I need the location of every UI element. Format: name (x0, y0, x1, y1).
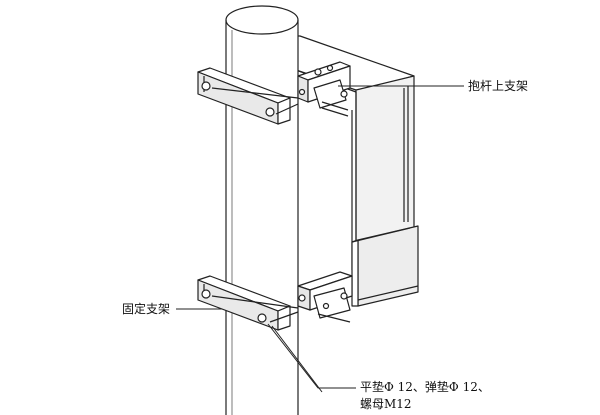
label-washer-line1: 平垫Φ 12、弹垫Φ 12、 (360, 380, 490, 394)
label-washer-line2: 螺母M12 (360, 397, 412, 411)
upper-pole-bracket (297, 61, 351, 117)
upper-fixed-bracket (197, 67, 299, 125)
leader-lines (176, 85, 464, 393)
lower-pole-bracket (297, 271, 353, 323)
label-fixed-bracket: 固定支架 (122, 302, 171, 316)
lower-fixed-bracket (197, 275, 299, 331)
pole (225, 5, 299, 415)
label-upper-pole-bracket: 抱杆上支架 (468, 79, 529, 93)
leader-washer (267, 323, 356, 389)
junction-box (351, 225, 419, 307)
